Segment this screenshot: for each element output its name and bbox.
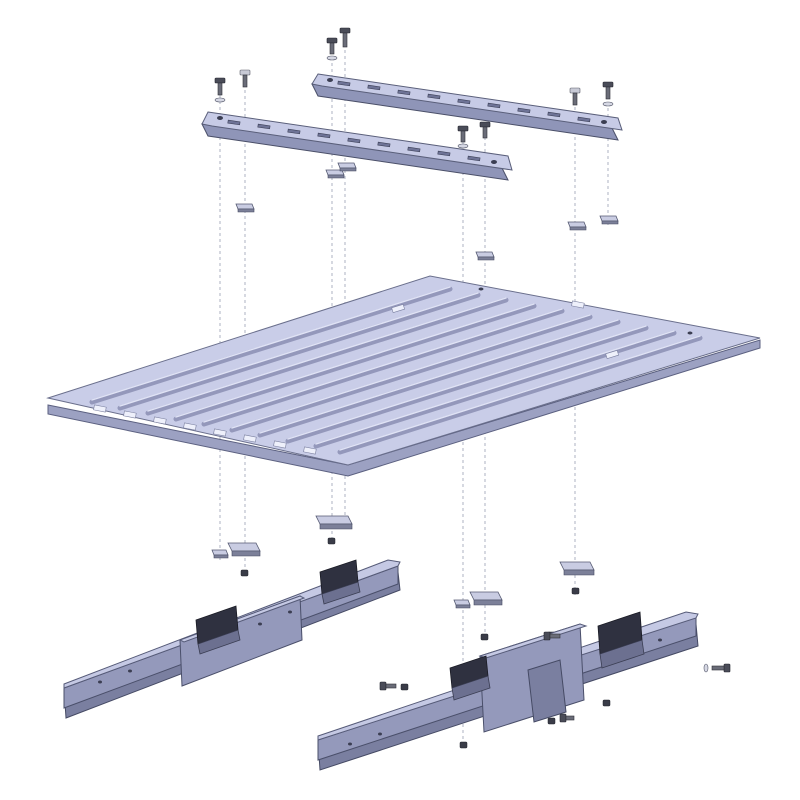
bolt-icon [214, 77, 226, 103]
nut-icon [602, 699, 611, 707]
spacer-plate [227, 542, 261, 557]
mount-bracket [195, 605, 241, 655]
spacer-plate [559, 561, 595, 576]
nut-icon [571, 587, 580, 595]
bolt-icon [703, 663, 731, 673]
rail-tabs [227, 119, 481, 162]
rail-tabs [337, 80, 591, 123]
spacer-plate [475, 251, 495, 261]
bolt-icon [602, 81, 614, 107]
nut-icon [240, 569, 249, 577]
mount-bracket [597, 611, 645, 669]
bolt-icon [543, 631, 561, 641]
bolt-icon [326, 37, 338, 61]
bolt-icon [339, 27, 351, 48]
upper-spacer-plates [235, 162, 619, 261]
mounting-rail-lower [201, 111, 513, 181]
spacer-plate [211, 549, 229, 559]
bolt-icon [457, 125, 469, 149]
frame-rail-left [63, 559, 401, 719]
bolt-icon [479, 121, 491, 139]
spacer-plate [235, 203, 255, 213]
bed-slots [93, 300, 619, 455]
lower-spacer-plates [211, 515, 595, 609]
mount-bracket [319, 559, 361, 605]
spacer-plate [567, 221, 587, 231]
nut-icon [547, 717, 556, 725]
bed-ribs [89, 286, 703, 455]
nut-icon [480, 633, 489, 641]
spacer-plate [453, 599, 471, 609]
frame-bolts [379, 631, 731, 723]
hitch-crossmember [478, 623, 588, 733]
mount-bracket [449, 655, 491, 701]
nut-icon [327, 537, 336, 545]
nut-icon [400, 683, 409, 691]
bolt-icon [559, 713, 575, 723]
nut-icon [459, 741, 468, 749]
spacer-plate [599, 215, 619, 225]
spacer-plate [337, 162, 357, 172]
spacer-plate [315, 515, 353, 530]
mounting-rail-upper [311, 73, 623, 141]
spacer-plate [469, 591, 503, 606]
bolt-icon [569, 87, 581, 106]
rail-bolts [214, 27, 614, 149]
bolt-icon [239, 69, 251, 88]
spacer-plate [325, 169, 345, 179]
bed-floor [46, 275, 761, 477]
bolt-icon [379, 681, 397, 691]
frame-rail-right [317, 611, 699, 771]
